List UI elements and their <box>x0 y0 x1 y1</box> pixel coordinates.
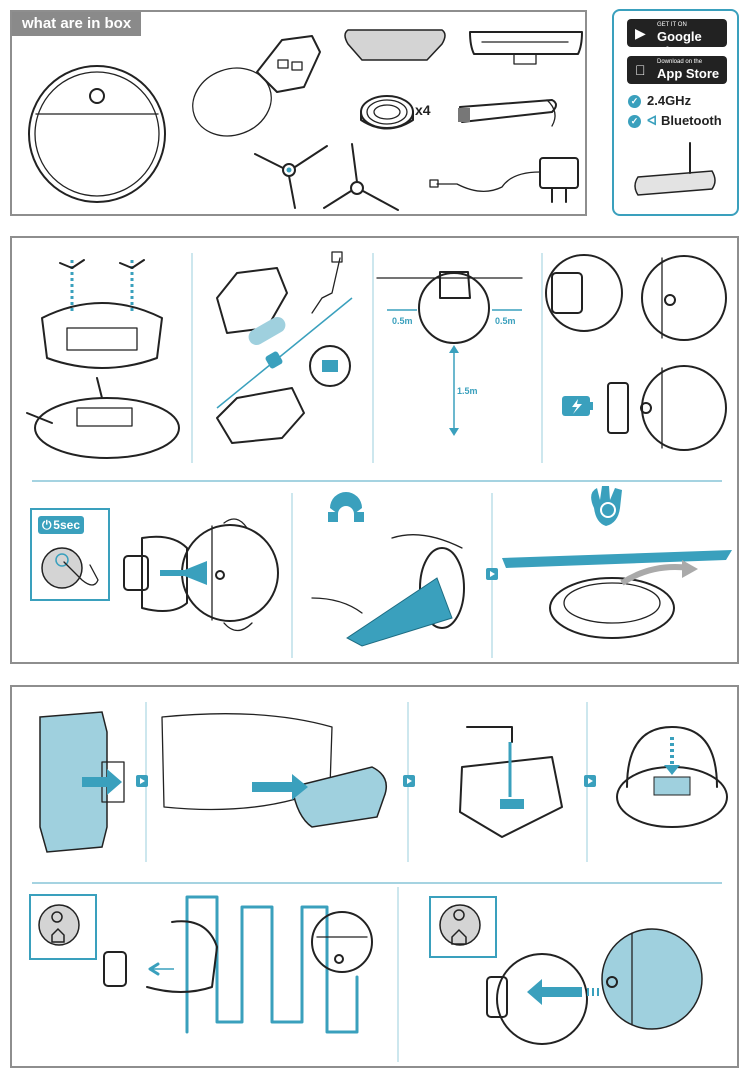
in-box-illustration <box>28 29 583 211</box>
router-icon <box>634 142 716 196</box>
zigzag-path-illustration <box>103 895 373 1034</box>
magnet-icon <box>328 492 364 522</box>
dock-return-illustration <box>123 518 279 632</box>
stop-hand-icon <box>591 486 622 526</box>
step-arrow-icon <box>486 568 498 580</box>
power-hold-box: ⏻5sec <box>30 508 110 601</box>
home-button-icon <box>429 896 497 958</box>
app-store-button[interactable]:  Download on the App Store <box>627 56 727 84</box>
side-brush-icon <box>323 143 399 211</box>
side-brush-install-illustration <box>26 259 180 459</box>
clearance-right-label: 0.5m <box>495 316 516 326</box>
mop-pad-icon <box>344 29 446 61</box>
apple-icon:  <box>635 62 646 78</box>
charging-dock-icon <box>192 35 321 137</box>
cleaning-tool-icon <box>458 99 557 127</box>
check-icon: ✓ <box>628 115 641 129</box>
clearance-left-label: 0.5m <box>392 316 413 326</box>
wifi-spec: ✓2.4GHz <box>628 93 691 109</box>
clearance-diagram <box>376 271 523 436</box>
maintenance-panel <box>10 685 739 1068</box>
bluetooth-icon: ᐊ <box>647 113 657 128</box>
mop-quantity: x4 <box>415 102 431 118</box>
in-box-title: what are in box <box>12 12 142 36</box>
battery-charging-icon <box>562 396 593 416</box>
robot-vacuum-icon <box>28 65 166 203</box>
virtual-wall-illustration <box>502 550 732 639</box>
check-icon: ✓ <box>628 95 641 109</box>
magnetic-tape-illustration <box>311 534 465 647</box>
mop-attach-illustration <box>161 713 387 828</box>
fill-water-illustration <box>459 726 563 838</box>
recharge-return-illustration <box>486 928 703 1045</box>
magnetic-tape-icon <box>360 95 414 130</box>
maintenance-illustrations <box>29 702 728 1062</box>
power-hold-tag: ⏻5sec <box>38 516 84 534</box>
power-press-illustration <box>41 547 99 589</box>
charging-illustration <box>545 254 727 451</box>
google-play-button[interactable]: ▶ GET IT ON Google Play <box>627 19 727 59</box>
step-arrow-icon <box>136 775 148 787</box>
google-play-icon: ▶ <box>635 25 646 41</box>
step-arrow-icon <box>403 775 415 787</box>
setup-panel: 0.5m 0.5m 1.5m ⏻5sec <box>10 236 739 664</box>
step-arrow-icon <box>584 775 596 787</box>
setup-illustrations <box>26 251 732 658</box>
tank-insert-illustration <box>39 711 125 853</box>
power-button-icon: ⏻ <box>42 518 52 532</box>
clearance-front-label: 1.5m <box>457 386 478 396</box>
side-brush-icon <box>254 145 328 209</box>
home-button-icon <box>29 894 97 960</box>
robot-tank-slot-illustration <box>616 726 728 828</box>
in-box-panel: what are in box <box>10 10 587 216</box>
dock-mount-illustration <box>216 251 353 444</box>
app-panel: ▶ GET IT ON Google Play  Download on th… <box>612 9 739 216</box>
power-adapter-icon <box>429 157 579 203</box>
water-tank-icon <box>469 31 583 65</box>
